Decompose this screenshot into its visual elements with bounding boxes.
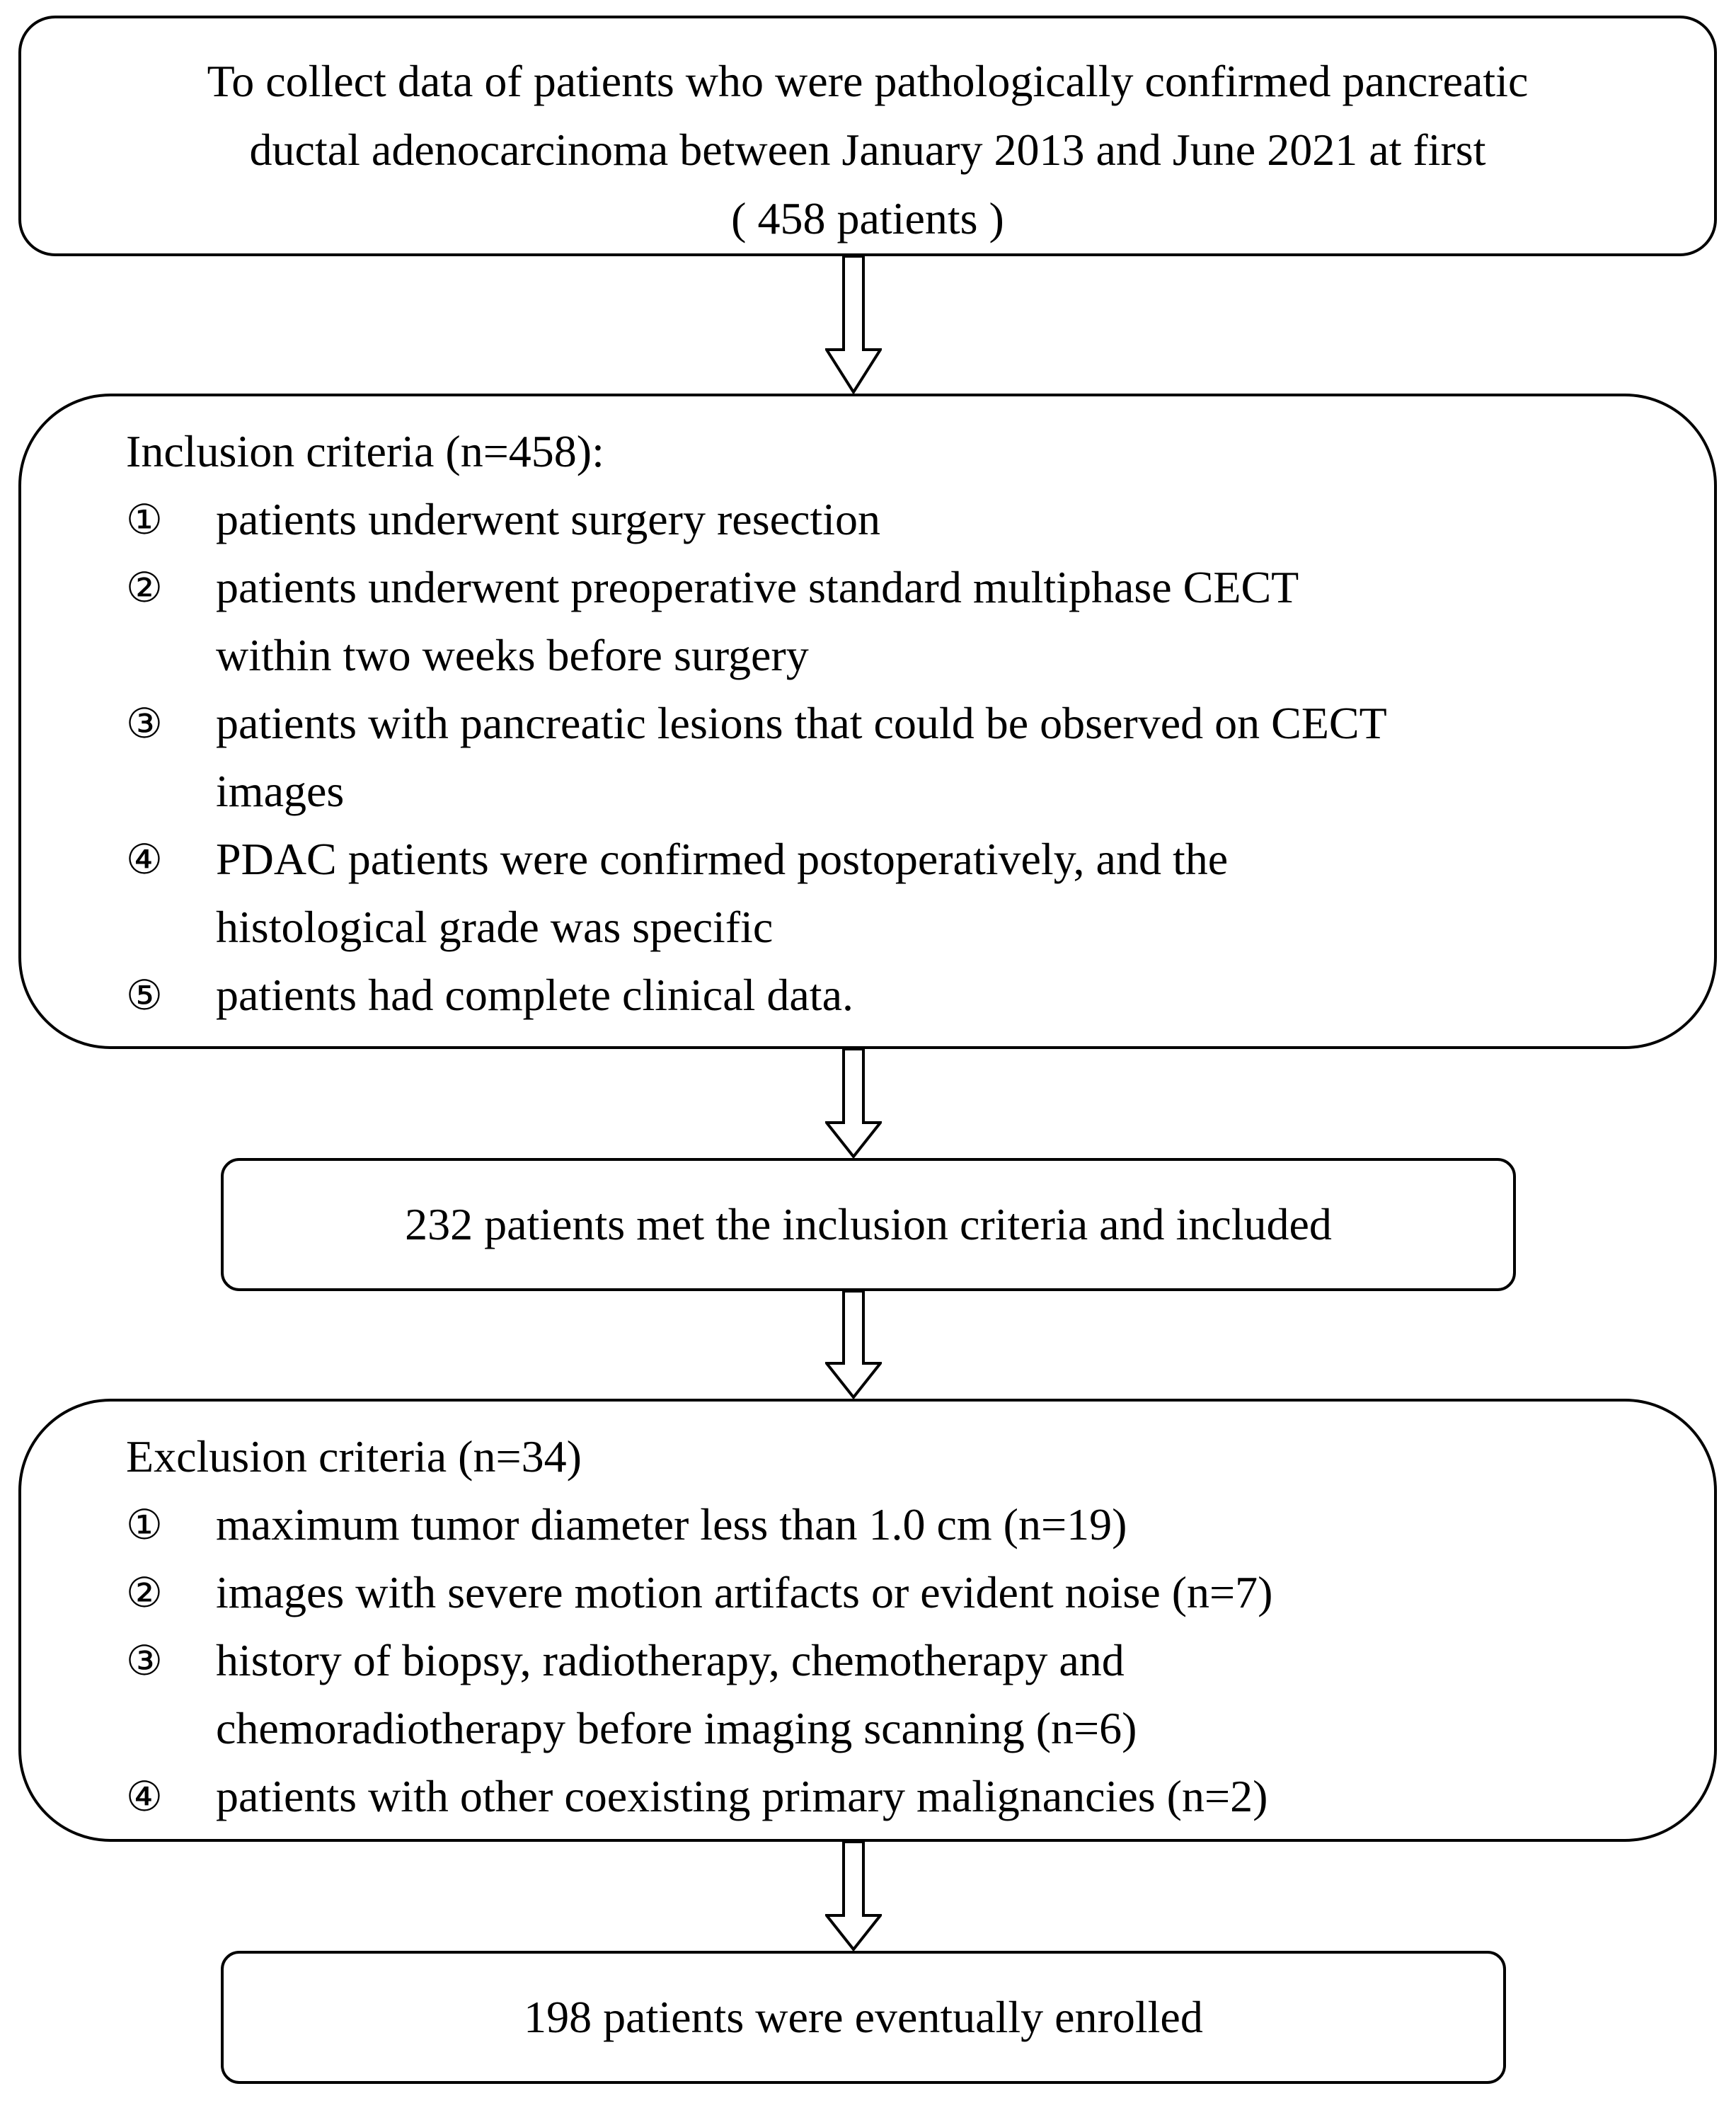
exclusion-criteria-box: Exclusion criteria (n=34) ① maximum tumo… bbox=[18, 1399, 1717, 1842]
exclusion-item: ④ patients with other coexisting primary… bbox=[126, 1763, 1714, 1830]
inclusion-item: ② patients underwent preoperative standa… bbox=[126, 554, 1714, 689]
inclusion-item: ① patients underwent surgery resection bbox=[126, 486, 1714, 554]
item-number: ⑤ bbox=[126, 971, 163, 1019]
inclusion-criteria-box: Inclusion criteria (n=458): ① patients u… bbox=[18, 394, 1717, 1049]
item-text: patients had complete clinical data. bbox=[216, 970, 853, 1020]
item-number: ④ bbox=[126, 1772, 163, 1821]
item-text: images bbox=[216, 766, 345, 816]
item-text: patients underwent preoperative standard… bbox=[216, 562, 1299, 612]
inclusion-item: ④ PDAC patients were confirmed postopera… bbox=[126, 825, 1714, 961]
start-box-line: ductal adenocarcinoma between January 20… bbox=[249, 125, 1486, 175]
item-number: ③ bbox=[126, 1637, 163, 1685]
exclusion-item: ② images with severe motion artifacts or… bbox=[126, 1559, 1714, 1627]
item-text: within two weeks before surgery bbox=[216, 630, 809, 680]
item-text: history of biopsy, radiotherapy, chemoth… bbox=[216, 1635, 1125, 1685]
start-box-line: ( 458 patients ) bbox=[731, 193, 1004, 243]
exclusion-heading: Exclusion criteria (n=34) bbox=[126, 1431, 582, 1482]
item-text: chemoradiotherapy before imaging scannin… bbox=[216, 1703, 1137, 1753]
item-text: histological grade was specific bbox=[216, 902, 774, 952]
item-text: patients with other coexisting primary m… bbox=[216, 1771, 1268, 1821]
inclusion-item: ⑤ patients had complete clinical data. bbox=[126, 961, 1714, 1029]
item-number: ③ bbox=[126, 699, 163, 747]
item-number: ① bbox=[126, 495, 163, 544]
down-arrow-icon bbox=[825, 256, 882, 394]
item-number: ② bbox=[126, 563, 163, 612]
included-text: 232 patients met the inclusion criteria … bbox=[405, 1199, 1332, 1249]
down-arrow-icon bbox=[825, 1842, 882, 1951]
item-text: patients underwent surgery resection bbox=[216, 494, 880, 544]
included-box: 232 patients met the inclusion criteria … bbox=[221, 1158, 1516, 1291]
start-box-line: To collect data of patients who were pat… bbox=[207, 56, 1529, 106]
enrolled-text: 198 patients were eventually enrolled bbox=[524, 1992, 1203, 2042]
exclusion-item: ① maximum tumor diameter less than 1.0 c… bbox=[126, 1491, 1714, 1559]
exclusion-item: ③ history of biopsy, radiotherapy, chemo… bbox=[126, 1627, 1714, 1763]
item-text: patients with pancreatic lesions that co… bbox=[216, 698, 1387, 748]
inclusion-item: ③ patients with pancreatic lesions that … bbox=[126, 689, 1714, 825]
down-arrow-icon bbox=[825, 1049, 882, 1158]
item-number: ② bbox=[126, 1569, 163, 1617]
inclusion-heading: Inclusion criteria (n=458): bbox=[126, 426, 604, 476]
down-arrow-icon bbox=[825, 1291, 882, 1399]
item-number: ④ bbox=[126, 835, 163, 883]
item-text: images with severe motion artifacts or e… bbox=[216, 1567, 1273, 1617]
item-number: ① bbox=[126, 1501, 163, 1549]
enrolled-box: 198 patients were eventually enrolled bbox=[221, 1951, 1506, 2084]
item-text: PDAC patients were confirmed postoperati… bbox=[216, 834, 1229, 884]
item-text: maximum tumor diameter less than 1.0 cm … bbox=[216, 1499, 1127, 1549]
start-box: To collect data of patients who were pat… bbox=[18, 16, 1717, 256]
